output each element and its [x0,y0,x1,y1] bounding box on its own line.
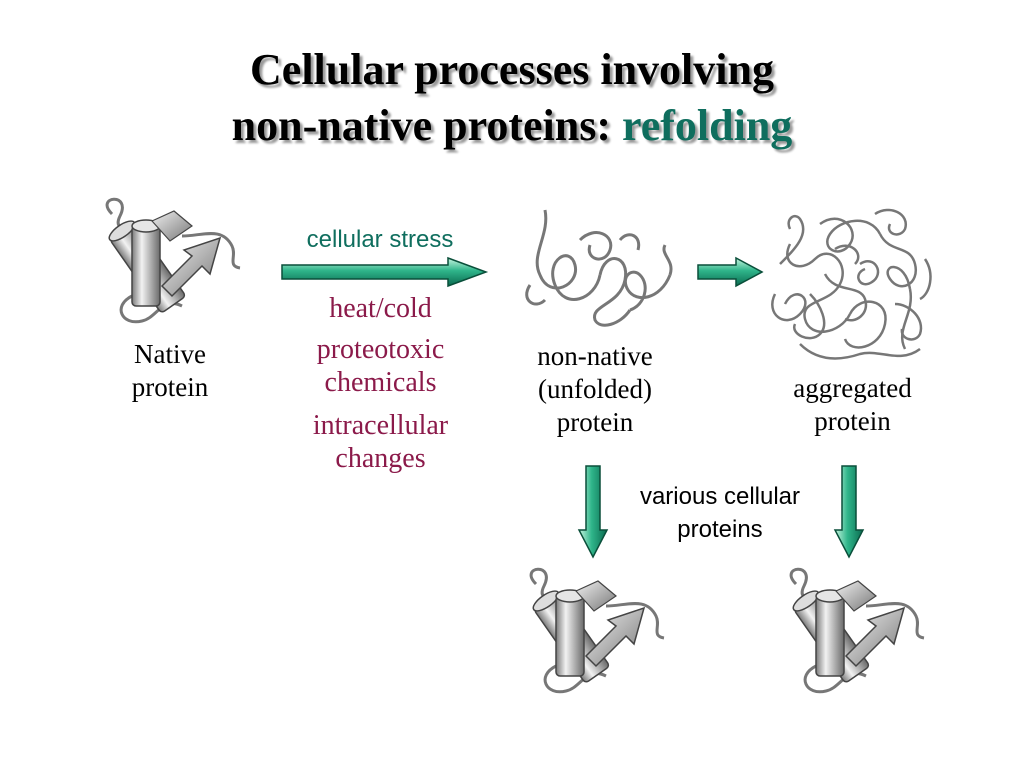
title-line-1: Cellular processes involving [250,45,774,94]
refold-arrow-left [577,465,609,559]
stress-causes: heat/cold proteotoxic chemicals intracel… [278,292,483,475]
native-protein-image [104,197,242,324]
title-line-2: non-native proteins: refolding [0,98,1024,154]
aggregation-arrow [697,256,764,288]
title-line-2-prefix: non-native proteins: [231,101,622,150]
refolded-protein-left-image [528,567,666,694]
stress-arrow [281,256,489,288]
helper-proteins-label: various cellular proteins [639,483,801,543]
aggregated-protein-label: aggregated protein [793,373,912,436]
unfolded-protein-image [525,209,673,327]
aggregated-protein-image [771,208,932,360]
cellular-stress-label: cellular stress [306,226,454,253]
title-accent-word: refolding [622,101,793,150]
cause-proteotoxic-chemicals: proteotoxic chemicals [316,334,445,398]
refolded-protein-right-image [788,567,926,694]
nonnative-protein-label: non-native (unfolded) protein [537,341,653,437]
native-protein-label: Native protein [131,339,209,402]
cause-intracellular-changes: intracellular changes [312,410,449,474]
refold-arrow-right [833,465,865,559]
cause-heat-cold: heat/cold [329,293,432,324]
page-title: Cellular processes involving non-native … [0,42,1024,154]
